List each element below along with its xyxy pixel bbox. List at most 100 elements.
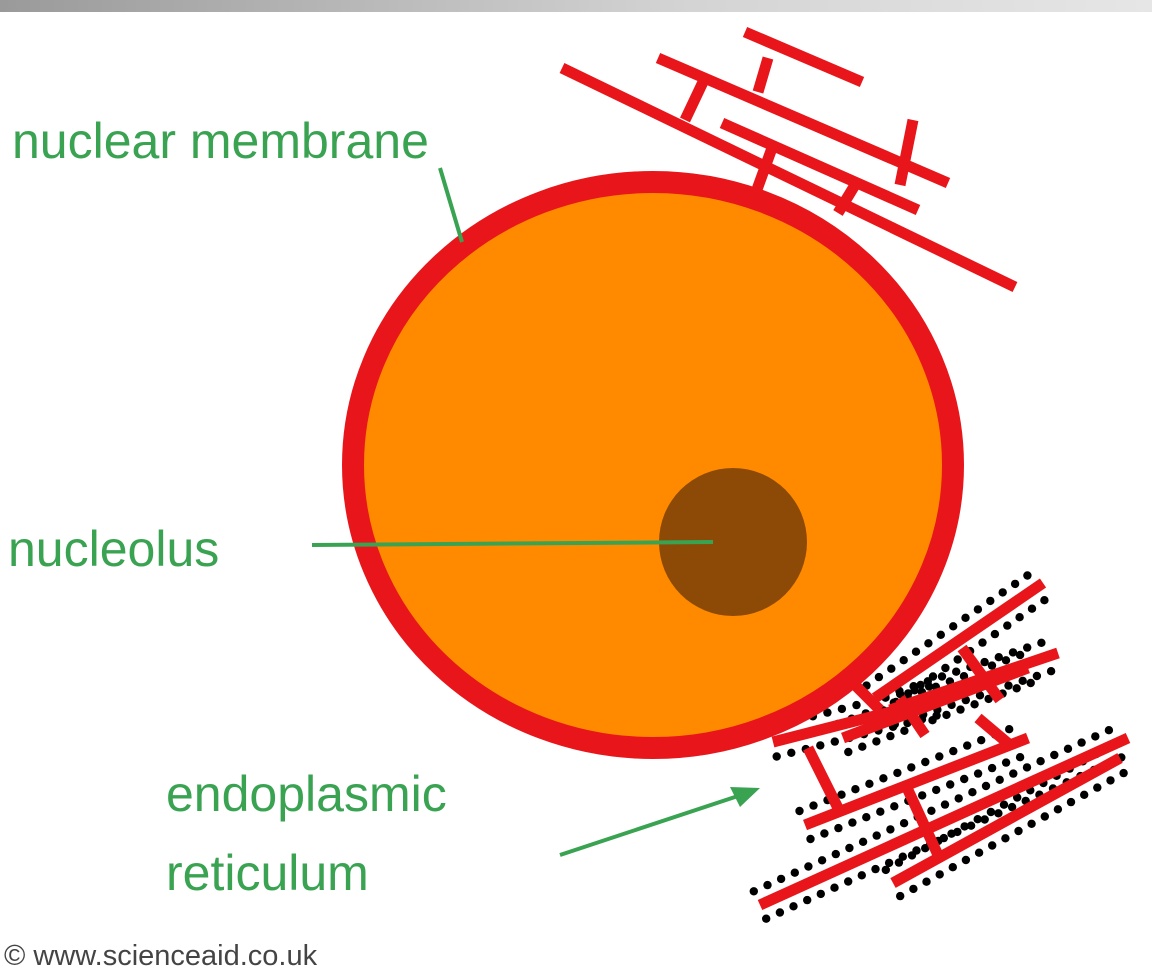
ribosome-dot: [844, 877, 852, 885]
ribosome-dot: [1119, 769, 1127, 777]
ribosome-dot: [803, 896, 811, 904]
ribosome-dot: [974, 605, 982, 613]
ribosome-dot: [900, 819, 908, 827]
ribosome-dot: [942, 711, 950, 719]
ribosome-dot: [887, 665, 895, 673]
ribosome-dot: [982, 782, 990, 790]
ribosome-dot: [1019, 677, 1027, 685]
ribosome-dot: [858, 871, 866, 879]
ribosome-dot: [1023, 763, 1031, 771]
ribosome-dot: [1036, 757, 1044, 765]
ribosome-dot: [955, 794, 963, 802]
ribosome-dot: [1015, 613, 1023, 621]
credit-text: © www.scienceaid.co.uk: [4, 940, 318, 972]
ribosome-dot: [873, 831, 881, 839]
ribosome-dot: [1047, 667, 1055, 675]
ribosome-dot: [974, 769, 982, 777]
ribosome-dot: [789, 902, 797, 910]
ribosome-dot: [941, 800, 949, 808]
ribosome-dot: [978, 638, 986, 646]
ribosome-dot: [834, 824, 842, 832]
ribosome-dot: [750, 887, 758, 895]
ribosome-dot: [1001, 834, 1009, 842]
ribosome-dot: [830, 884, 838, 892]
ribosome-dot: [1016, 753, 1024, 761]
ribosome-dot: [960, 775, 968, 783]
ribosome-dot: [776, 908, 784, 916]
ribosome-dot: [946, 780, 954, 788]
ribosome-dot: [816, 741, 824, 749]
ribosome-dot: [872, 737, 880, 745]
ribosome-dot: [804, 862, 812, 870]
ribosome-dot: [900, 656, 908, 664]
ribosome-dot: [1013, 684, 1021, 692]
ribosome-dot: [927, 807, 935, 815]
ribosome-dot: [871, 865, 879, 873]
ribosome-dot: [907, 763, 915, 771]
ribosome-dot: [1040, 596, 1048, 604]
ribosome-dot: [996, 776, 1004, 784]
ribosome-dot: [1002, 758, 1010, 766]
ribosome-dot: [961, 614, 969, 622]
ribosome-dot: [912, 648, 920, 656]
ribosome-dot: [791, 869, 799, 877]
ribosome-dot: [858, 743, 866, 751]
ribosome-dot: [844, 748, 852, 756]
ribosome-dot: [1077, 738, 1085, 746]
ribosome-dot: [787, 749, 795, 757]
ribosome-dot: [968, 788, 976, 796]
ribosome-dot: [820, 829, 828, 837]
ribosome-dot: [1002, 656, 1010, 664]
ribosome-dot: [909, 885, 917, 893]
ribosome-dot: [938, 672, 946, 680]
ribosome-dot: [980, 658, 988, 666]
ribosome-dot: [970, 700, 978, 708]
ribosome-dot: [960, 822, 968, 830]
ribosome-dot: [922, 878, 930, 886]
ribosome-dot: [818, 856, 826, 864]
ribosome-dot: [956, 705, 964, 713]
ribosome-dot: [988, 841, 996, 849]
ribosome-dot: [935, 752, 943, 760]
ribosome-dot: [879, 774, 887, 782]
ribosome-dot: [986, 597, 994, 605]
ribosome-dot: [875, 673, 883, 681]
ribosome-dot: [987, 808, 995, 816]
ribosome-dot: [1028, 605, 1036, 613]
ribosome-dot: [1000, 801, 1008, 809]
nuclear-membrane-pointer: [440, 168, 462, 242]
ribosome-dot: [932, 786, 940, 794]
ribosome-dot: [1027, 679, 1035, 687]
ribosome-dot: [908, 851, 916, 859]
er-label-line2: reticulum: [166, 845, 369, 901]
ribosome-dot: [777, 875, 785, 883]
ribosome-dot: [832, 850, 840, 858]
ribosome-dot: [896, 892, 904, 900]
ribosome-dot: [1037, 639, 1045, 647]
ribosome-dot: [949, 622, 957, 630]
ribosome-dot: [1003, 621, 1011, 629]
nucleolus-label: nucleolus: [8, 521, 219, 577]
ribosome-dot: [924, 639, 932, 647]
nucleus: [353, 182, 953, 748]
ribosome-dot: [988, 764, 996, 772]
ribosome-dot: [925, 682, 933, 690]
ribosome-dot: [999, 588, 1007, 596]
er-label-line1: endoplasmic: [166, 766, 447, 822]
ribosome-dot: [1093, 783, 1101, 791]
ribosome-dot: [952, 668, 960, 676]
ribosome-dot: [1050, 751, 1058, 759]
ribosome-dot: [1011, 580, 1019, 588]
ribosome-dot: [762, 915, 770, 923]
ribosome-dot: [848, 818, 856, 826]
ribosome-dot: [994, 809, 1002, 817]
ribosome-dot: [1054, 805, 1062, 813]
ribosome-dot: [859, 838, 867, 846]
ribosome-dot: [886, 825, 894, 833]
ribosome-dot: [954, 655, 962, 663]
ribosome-dot: [910, 686, 918, 694]
ribosome-dot: [1091, 732, 1099, 740]
ribosome-dot: [886, 732, 894, 740]
ribosome-dot: [1023, 571, 1031, 579]
